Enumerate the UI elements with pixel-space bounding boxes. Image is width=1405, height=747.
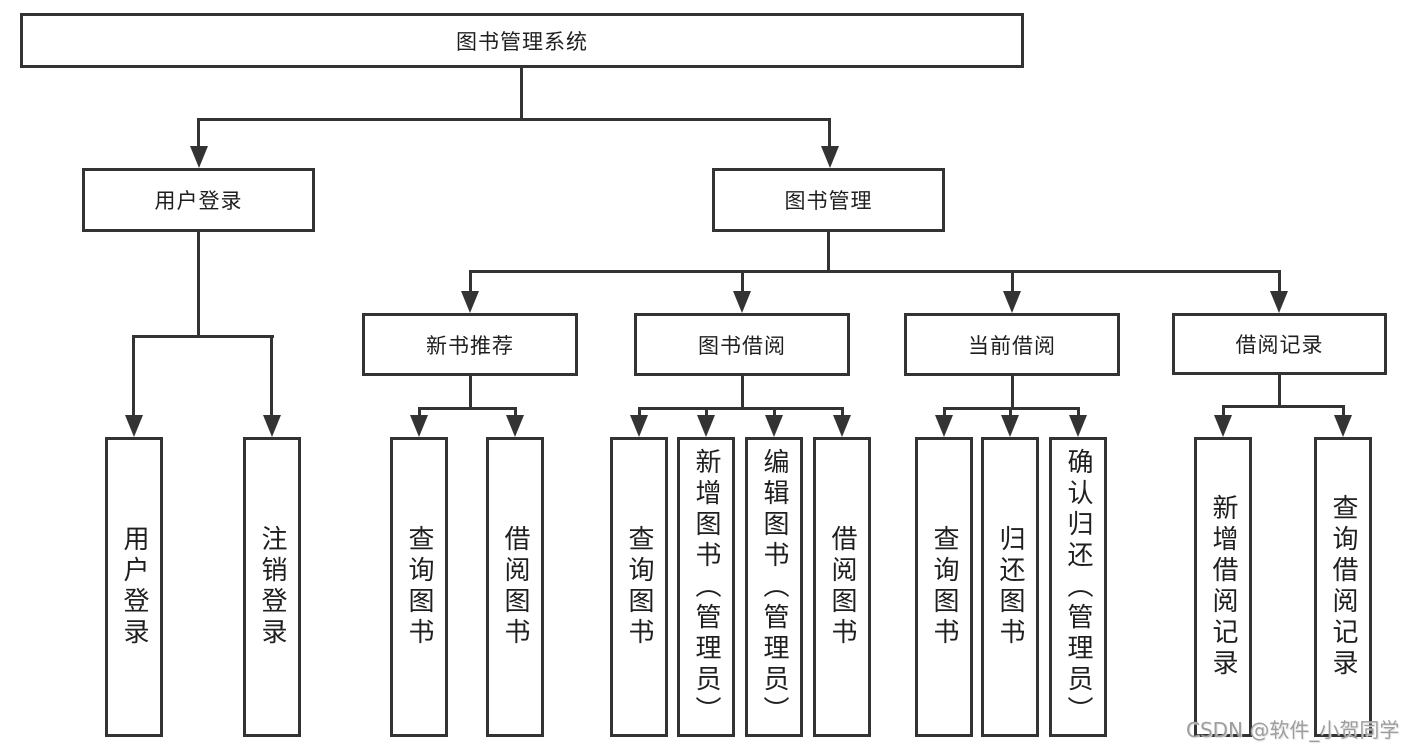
node-current-borrowing: 当前借阅 bbox=[904, 313, 1120, 376]
connector-to-borrow-books-a bbox=[514, 407, 517, 417]
node-borrow-books-a: 借阅图书 bbox=[486, 437, 544, 737]
node-query-borrow-record-label: 查询借阅记录 bbox=[1328, 494, 1358, 680]
node-new-book-recommend-label: 新书推荐 bbox=[426, 333, 514, 358]
arrowhead-edit-books-admin bbox=[765, 415, 783, 437]
arrowhead-borrow-books-b bbox=[833, 415, 851, 437]
node-confirm-return-admin: 确认归还（管理员） bbox=[1049, 437, 1107, 737]
connector-to-borrow-books-b bbox=[841, 407, 844, 417]
arrowhead-query-books-c bbox=[935, 415, 953, 437]
arrowhead-current-borrowing bbox=[1003, 291, 1021, 313]
node-query-books-c: 查询图书 bbox=[915, 437, 973, 737]
connector-to-book-borrowing bbox=[741, 270, 744, 293]
connector-to-query-books-b bbox=[638, 407, 641, 417]
arrowhead-query-borrow-record bbox=[1334, 415, 1352, 437]
connector-user-login-drop bbox=[197, 232, 200, 338]
node-borrowing-records: 借阅记录 bbox=[1172, 313, 1387, 375]
arrowhead-user-login-leaf bbox=[125, 415, 143, 437]
node-logout-leaf: 注销登录 bbox=[243, 437, 301, 737]
arrowhead-new-book-recommend bbox=[461, 291, 479, 313]
connector-borrowing-records-drop bbox=[1278, 375, 1281, 408]
node-query-books-a: 查询图书 bbox=[390, 437, 448, 737]
node-book-borrowing: 图书借阅 bbox=[634, 313, 850, 376]
node-query-books-b: 查询图书 bbox=[610, 437, 668, 737]
node-add-borrow-record: 新增借阅记录 bbox=[1194, 437, 1252, 737]
arrowhead-borrowing-records bbox=[1270, 291, 1288, 313]
connector-to-confirm-return bbox=[1077, 407, 1080, 417]
node-borrowing-records-label: 借阅记录 bbox=[1235, 333, 1324, 357]
node-confirm-return-admin-label: 确认归还（管理员） bbox=[1063, 447, 1093, 727]
connector-to-query-borrow-record bbox=[1342, 405, 1345, 417]
node-user-login-leaf: 用户登录 bbox=[105, 437, 163, 737]
node-borrow-books-b: 借阅图书 bbox=[813, 437, 871, 737]
csdn-watermark: CSDN @软件_小贺同学 bbox=[1186, 718, 1400, 742]
node-borrow-books-a-label: 借阅图书 bbox=[500, 525, 530, 649]
node-book-borrowing-label: 图书借阅 bbox=[698, 333, 786, 358]
node-user-login-label: 用户登录 bbox=[154, 189, 243, 213]
connector-to-add-borrow-record bbox=[1222, 405, 1225, 417]
arrowhead-return-books bbox=[1001, 415, 1019, 437]
node-book-management: 图书管理 bbox=[712, 168, 945, 232]
connector-root-branch bbox=[197, 118, 831, 121]
arrowhead-confirm-return bbox=[1069, 415, 1087, 437]
connector-new-book-recommend-drop bbox=[469, 376, 472, 410]
node-query-books-c-label: 查询图书 bbox=[929, 525, 959, 649]
node-query-books-b-label: 查询图书 bbox=[624, 525, 654, 649]
connector-new-book-recommend-branch bbox=[418, 407, 517, 410]
connector-to-user-login-leaf bbox=[132, 335, 135, 417]
node-query-borrow-record: 查询借阅记录 bbox=[1314, 437, 1372, 737]
node-root-label: 图书管理系统 bbox=[456, 29, 588, 54]
arrowhead-borrow-books-a bbox=[506, 415, 524, 437]
connector-to-add-books-admin bbox=[705, 407, 708, 417]
connector-to-edit-books-admin bbox=[773, 407, 776, 417]
connector-book-borrowing-drop bbox=[741, 376, 744, 410]
connector-book-management-drop bbox=[827, 232, 830, 273]
node-new-book-recommend: 新书推荐 bbox=[362, 313, 578, 376]
arrowhead-query-books-a bbox=[410, 415, 428, 437]
arrowhead-book-management bbox=[821, 146, 839, 168]
connector-to-current-borrowing bbox=[1011, 270, 1014, 293]
node-add-borrow-record-label: 新增借阅记录 bbox=[1208, 494, 1238, 680]
node-return-books: 归还图书 bbox=[981, 437, 1039, 737]
connector-to-borrowing-records bbox=[1278, 270, 1281, 293]
node-query-books-a-label: 查询图书 bbox=[404, 525, 434, 649]
node-add-books-admin-label: 新增图书（管理员） bbox=[691, 447, 721, 727]
connector-user-login-branch bbox=[132, 335, 274, 338]
connector-book-borrowing-branch bbox=[638, 407, 844, 410]
connector-to-query-books-c bbox=[943, 407, 946, 417]
connector-borrowing-records-branch bbox=[1222, 405, 1345, 408]
connector-book-management-branch bbox=[469, 270, 1281, 273]
connector-to-book-management bbox=[828, 118, 831, 148]
node-book-management-label: 图书管理 bbox=[784, 189, 873, 213]
node-logout-leaf-label: 注销登录 bbox=[257, 525, 287, 649]
arrowhead-query-books-b bbox=[630, 415, 648, 437]
node-borrow-books-b-label: 借阅图书 bbox=[827, 525, 857, 649]
node-user-login-leaf-label: 用户登录 bbox=[119, 525, 149, 649]
node-return-books-label: 归还图书 bbox=[995, 525, 1025, 649]
connector-to-user-login bbox=[197, 118, 200, 148]
arrowhead-book-borrowing bbox=[733, 291, 751, 313]
connector-root-drop bbox=[520, 68, 523, 118]
arrowhead-user-login bbox=[190, 146, 208, 168]
node-edit-books-admin: 编辑图书（管理员） bbox=[745, 437, 803, 737]
node-edit-books-admin-label: 编辑图书（管理员） bbox=[759, 447, 789, 727]
connector-to-query-books-a bbox=[418, 407, 421, 417]
node-current-borrowing-label: 当前借阅 bbox=[968, 333, 1056, 358]
connector-to-logout-leaf bbox=[270, 335, 273, 417]
arrowhead-add-borrow-record bbox=[1214, 415, 1232, 437]
connector-to-new-book-recommend bbox=[469, 270, 472, 293]
node-user-login: 用户登录 bbox=[82, 168, 315, 232]
connector-current-borrowing-drop bbox=[1011, 376, 1014, 410]
connector-to-return-books bbox=[1009, 407, 1012, 417]
arrowhead-logout-leaf bbox=[263, 415, 281, 437]
node-add-books-admin: 新增图书（管理员） bbox=[677, 437, 735, 737]
arrowhead-add-books-admin bbox=[697, 415, 715, 437]
node-root: 图书管理系统 bbox=[20, 13, 1024, 68]
